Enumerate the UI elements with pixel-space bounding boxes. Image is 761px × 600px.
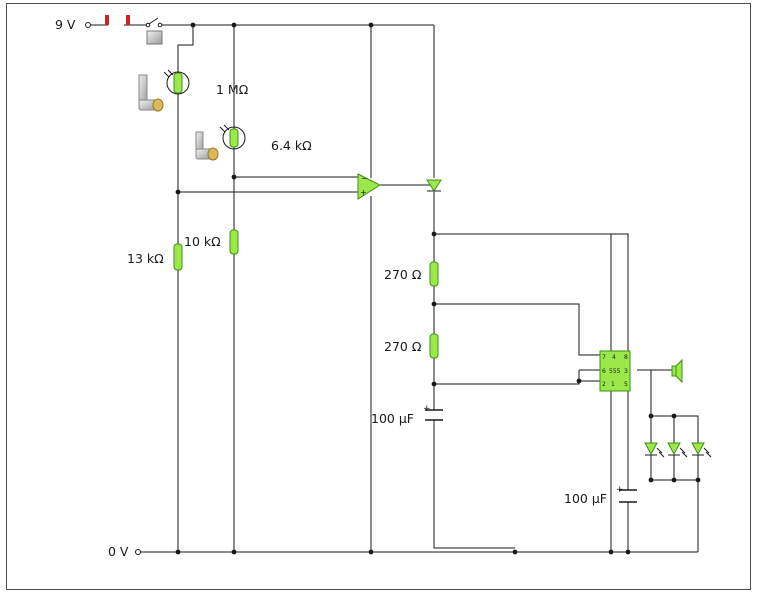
capacitor-right (619, 489, 637, 503)
ic-pin-4: 4 (612, 354, 616, 361)
lamp-icon (195, 131, 219, 161)
diode (426, 179, 442, 192)
resistor-270-top (429, 261, 439, 287)
terminal-0v (135, 549, 141, 555)
ic-name: 555 (609, 368, 621, 375)
ic-pin-7: 7 (602, 354, 606, 361)
capacitor-right-polarity: + (616, 485, 624, 495)
speaker-icon (671, 358, 683, 384)
resistor-10k (229, 229, 239, 255)
ic-pin-8: 8 (624, 354, 628, 361)
label-13k: 13 kΩ (127, 251, 164, 266)
wires (91, 24, 699, 553)
terminal-9v (85, 22, 91, 28)
label-cap-right: 100 µF (564, 491, 607, 506)
ldr-bottom (219, 124, 246, 150)
label-9v: 9 V (55, 17, 76, 32)
label-6k4: 6.4 kΩ (271, 138, 312, 153)
lamp-icon (138, 74, 164, 112)
capacitor-left-polarity: + (423, 404, 431, 414)
led-icon (691, 442, 712, 458)
label-270-bottom: 270 Ω (384, 339, 422, 354)
led-icon (667, 442, 688, 458)
ic-pin-5: 5 (624, 381, 628, 388)
label-270-top: 270 Ω (384, 267, 422, 282)
diagram-frame (6, 3, 751, 590)
resistor-13k (173, 243, 183, 271)
opamp-minus: − (361, 174, 368, 183)
ic-pin-3: 3 (624, 368, 628, 375)
led-icon (644, 442, 665, 458)
ldr-top (163, 69, 190, 95)
ic-pin-2: 2 (602, 381, 606, 388)
resistors (173, 229, 439, 359)
led-array (644, 442, 712, 458)
label-1m: 1 MΩ (216, 82, 249, 97)
ic-555: 7 4 8 6 555 3 2 1 5 (599, 350, 631, 392)
push-switch (105, 15, 163, 45)
resistor-270-bottom (429, 333, 439, 359)
label-10k: 10 kΩ (184, 234, 221, 249)
label-cap-left: 100 µF (371, 411, 414, 426)
label-0v: 0 V (108, 544, 129, 559)
opamp-plus: + (360, 188, 367, 197)
op-amp: − + (357, 173, 382, 200)
junction-dots (175, 22, 701, 555)
ic-pin-6: 6 (602, 368, 606, 375)
capacitor-left (425, 409, 443, 421)
ic-pin-1: 1 (611, 381, 615, 388)
